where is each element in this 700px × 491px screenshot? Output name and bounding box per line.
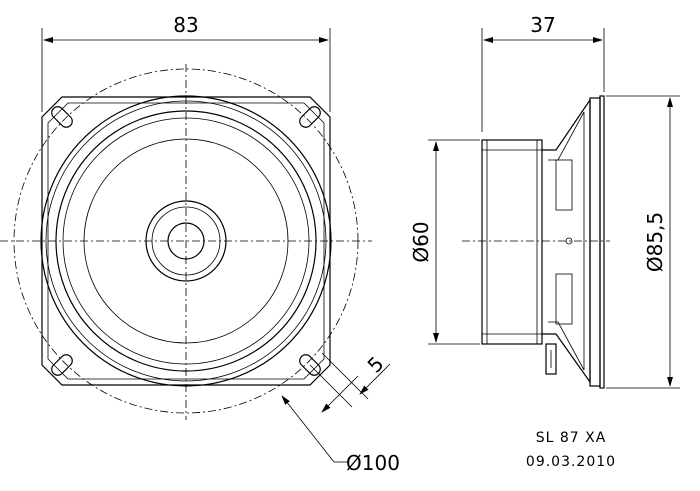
basket-window-bottom xyxy=(555,273,573,325)
depth-label: 37 xyxy=(530,13,555,37)
slot-label: 5 xyxy=(363,352,389,378)
basket-window-top xyxy=(555,159,573,211)
dimension-magnet-diameter: Ø60 xyxy=(409,139,480,345)
front-flange xyxy=(589,97,601,387)
mounting-slots xyxy=(51,106,321,376)
model-label: SL 87 XA xyxy=(536,430,607,446)
front-view xyxy=(0,64,372,420)
dust-cap-center xyxy=(167,222,205,260)
surround-inner xyxy=(55,110,317,372)
dust-cap-ring xyxy=(151,206,221,276)
width-label: 83 xyxy=(173,13,198,37)
frame-inner-edge xyxy=(47,102,325,380)
dimension-depth: 37 xyxy=(481,13,605,132)
vent-hole xyxy=(565,237,573,245)
gasket xyxy=(599,95,605,389)
title-block: SL 87 XA 09.03.2010 xyxy=(526,430,616,470)
cone-edge xyxy=(62,117,310,365)
cone-ring xyxy=(83,138,289,344)
magnet-diameter-label: Ø60 xyxy=(409,221,433,262)
frame-outline xyxy=(41,96,331,386)
surround-outer xyxy=(45,100,327,382)
magnet xyxy=(481,139,543,345)
date-label: 09.03.2010 xyxy=(526,454,616,470)
mount-diameter-label: Ø100 xyxy=(346,451,400,475)
frame-diameter-label: Ø85,5 xyxy=(643,212,667,272)
dimension-frame-diameter: Ø85,5 xyxy=(606,95,680,389)
dimension-width: 83 xyxy=(41,13,331,112)
side-view xyxy=(462,95,610,389)
dust-cap-outer xyxy=(145,200,227,282)
terminal xyxy=(545,343,557,375)
frame-ring xyxy=(40,95,332,387)
dimension-mount-diameter: Ø100 xyxy=(281,395,400,475)
